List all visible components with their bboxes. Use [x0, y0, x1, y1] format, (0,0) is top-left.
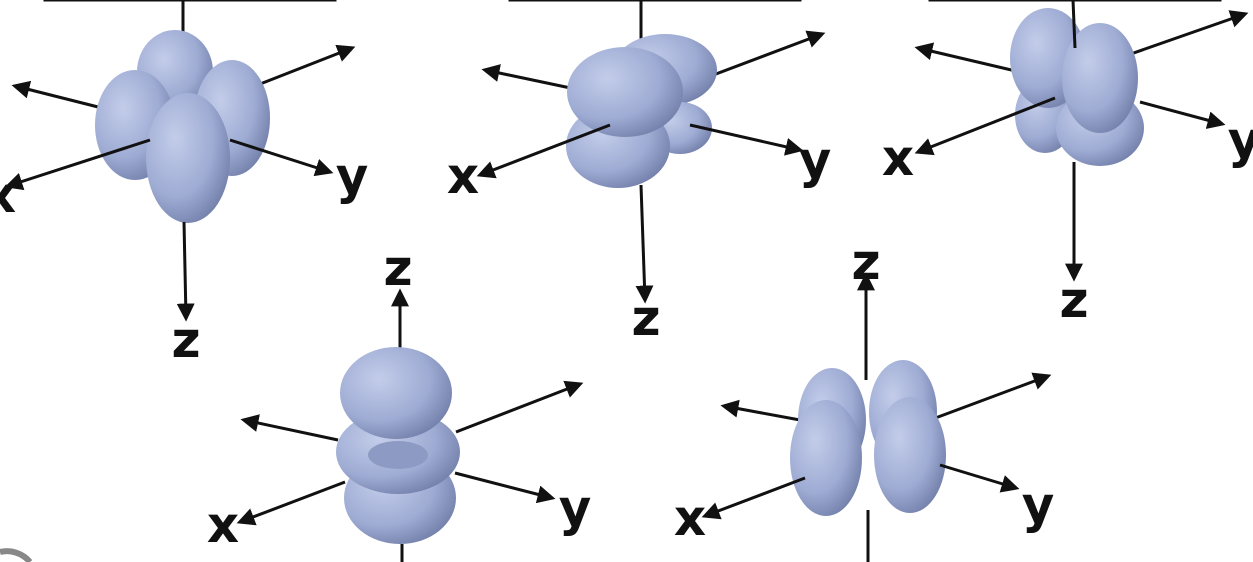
orbital-2-y-axis-back	[699, 30, 826, 82]
orbital-3-y-axis-back	[1124, 10, 1249, 58]
orbital-3: x y z	[882, 0, 1253, 329]
orbital-5-x-axis-front	[701, 476, 806, 520]
orbital-2-x-axis-front	[476, 123, 611, 179]
orbital-3-x-axis-back	[914, 42, 1021, 74]
orbital-5-lobe-front-left	[790, 400, 862, 516]
corner-circle-fragment	[0, 548, 33, 562]
orbital-3-z-axis-up	[1071, 0, 1077, 49]
orbital-1-x-axis-back	[11, 80, 111, 112]
orbital-3-lobe-right-top	[1062, 23, 1138, 133]
orbital-5: x y z	[674, 233, 1054, 562]
orbital-1-x-axis-front	[4, 138, 151, 191]
orbital-4-y-label: y	[559, 479, 592, 537]
orbital-2: x y z	[447, 0, 831, 347]
orbital-3-x-label: x	[882, 129, 914, 187]
orbital-1-lobe-front	[146, 93, 230, 223]
orbital-2-x-label: x	[447, 147, 479, 205]
orbital-2-z-axis-down	[635, 184, 654, 304]
orbital-2-x-axis-back	[481, 64, 581, 92]
orbital-1-y-axis-back	[254, 44, 356, 88]
orbital-4-x-label: x	[207, 496, 239, 554]
orbital-4-y-axis-front	[454, 471, 556, 504]
orbital-4-y-axis-back	[455, 380, 584, 434]
orbital-5-lobe-front-right	[874, 397, 946, 513]
orbital-2-lobe-top	[567, 47, 683, 137]
orbital-4-lobe-top	[340, 347, 452, 439]
orbital-3-y-axis-front	[1139, 100, 1226, 129]
orbital-4-torus-inner	[368, 441, 428, 469]
orbital-2-y-label: y	[799, 131, 832, 189]
orbital-5-x-label: x	[674, 489, 706, 547]
orbital-2-y-axis-front	[689, 123, 804, 156]
orbital-2-z-label: z	[631, 289, 660, 347]
orbital-1-z-axis-down	[176, 221, 195, 322]
orbital-1: x y z	[0, 0, 368, 369]
orbital-1-z-label: z	[171, 311, 200, 369]
orbital-5-x-axis-back	[720, 399, 801, 422]
orbital-5-y-label: y	[1022, 476, 1055, 534]
orbital-4: x y z	[207, 239, 591, 562]
orbital-3-y-label: y	[1228, 111, 1253, 169]
orbital-4-z-label: z	[383, 239, 412, 297]
orbital-1-x-label: x	[0, 166, 16, 224]
orbital-3-x-axis-front	[914, 96, 1056, 156]
orbital-1-y-label: y	[336, 147, 369, 205]
orbital-4-x-axis-back	[240, 414, 339, 442]
orbital-5-y-axis-back	[929, 372, 1052, 422]
orbital-1-y-axis-front	[229, 138, 334, 177]
orbital-5-z-label: z	[851, 233, 880, 291]
orbital-5-y-axis-front	[939, 463, 1020, 493]
orbital-4-x-axis-front	[236, 480, 346, 526]
orbital-3-z-label: z	[1059, 271, 1088, 329]
